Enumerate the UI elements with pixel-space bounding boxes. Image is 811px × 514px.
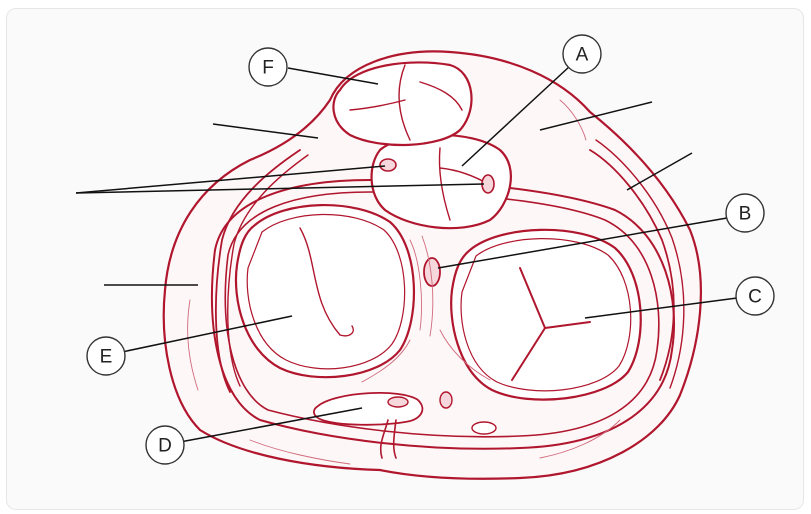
callout-f: F bbox=[249, 48, 378, 86]
callout-c-label: C bbox=[748, 287, 762, 308]
callout-a-label: A bbox=[576, 45, 589, 66]
bottom-vessel-small-2 bbox=[440, 392, 452, 408]
heart-section-illustration bbox=[164, 51, 701, 478]
callout-b-label: B bbox=[739, 204, 752, 225]
callout-e-label: E bbox=[100, 347, 113, 368]
small-vessel-left-a bbox=[380, 159, 396, 171]
callout-d-label: D bbox=[158, 436, 172, 457]
bottom-vessel-small-1 bbox=[388, 397, 408, 407]
bottom-vessel-small-3 bbox=[472, 422, 496, 434]
callout-f-label: F bbox=[262, 58, 274, 79]
